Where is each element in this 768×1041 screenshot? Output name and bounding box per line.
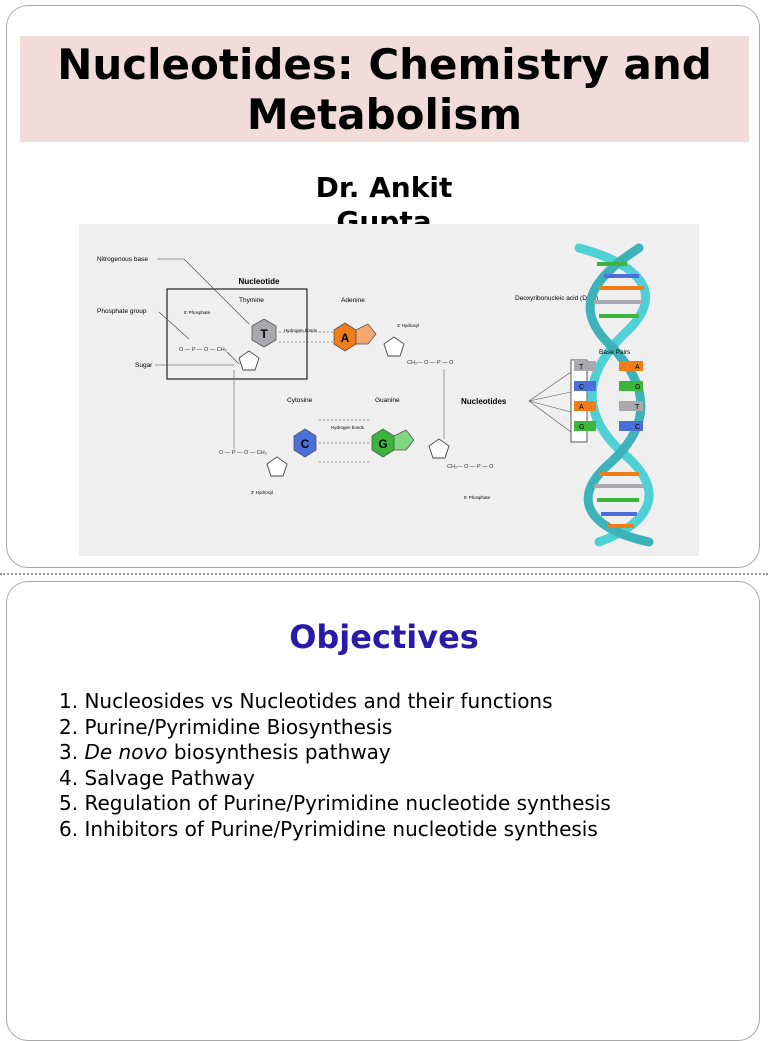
base-pair-right-letter: T <box>635 404 640 411</box>
svg-text:O — P — O — CH₂: O — P — O — CH₂ <box>219 450 267 456</box>
base-pair-right-letter: A <box>635 364 640 371</box>
base-pair-right-letter: G <box>635 384 640 391</box>
cytosine-base-icon <box>293 428 317 458</box>
base-pair-right <box>619 361 643 371</box>
label-nucleotide: Nucleotide <box>239 277 280 286</box>
adenine-letter: A <box>341 331 350 345</box>
label-3-hydroxyl-bottom: 3' Hydroxyl <box>251 490 273 495</box>
objectives-list: 1. Nucleosides vs Nucleotides and their … <box>59 689 619 843</box>
base-pair-left-letter: T <box>579 364 584 371</box>
label-3-hydroxyl: 3' Hydroxyl <box>397 323 419 328</box>
dna-strand-2 <box>583 243 654 547</box>
sugar-guanine-icon <box>428 438 450 459</box>
base-pair-left <box>574 421 596 431</box>
base-pair-left <box>574 381 596 391</box>
slide-separator <box>0 573 768 575</box>
label-adenine: Adenine <box>341 297 365 304</box>
label-hydrogen-bonds-top: Hydrogen bonds <box>284 328 318 333</box>
slide-title-text: Nucleotides: Chemistry and Metabolism <box>20 40 749 140</box>
base-pair-right <box>619 381 643 391</box>
label-base-pairs: Base Pairs <box>599 349 631 356</box>
dna-strand-1 <box>574 243 654 547</box>
sugar-adenine-icon <box>383 336 405 357</box>
svg-text:CH₂— O — P — O: CH₂— O — P — O <box>407 360 454 366</box>
label-sugar: Sugar <box>135 362 153 369</box>
nucleotide-box <box>166 288 308 380</box>
slide-objectives: Objectives 1. Nucleosides vs Nucleotides… <box>6 581 760 1041</box>
label-nitrogenous-base: Nitrogenous base <box>97 256 148 263</box>
label-5-phosphate-bottom: 5' Phosphate <box>464 495 491 500</box>
title-line-2: Metabolism <box>246 90 523 139</box>
label-cytosine: Cytosine <box>287 397 313 404</box>
base-pair-left-letter: G <box>579 424 584 431</box>
objective-item: 6. Inhibitors of Purine/Pyrimidine nucle… <box>59 816 598 841</box>
guanine-letter: G <box>378 437 387 451</box>
base-pair-right <box>619 401 643 411</box>
base-pair-left-letter: A <box>579 404 584 411</box>
objective-item: 1. Nucleosides vs Nucleotides and their … <box>59 689 553 713</box>
slide-title: Nucleotides: Chemistry and Metabolism Dr… <box>6 5 760 568</box>
base-pair-right-letter: C <box>635 424 640 431</box>
nucleotide-diagram: Nucleotide Nitrogenous base Phosphate gr… <box>97 243 654 547</box>
label-phosphate-group: Phosphate group <box>97 308 147 315</box>
base-pair-left-letter: C <box>579 384 584 391</box>
thymine-base-icon <box>251 318 277 348</box>
objective-item: 2. Purine/Pyrimidine Biosynthesis <box>59 714 393 739</box>
author-line-1: Dr. Ankit <box>315 171 453 204</box>
cytosine-letter: C <box>301 437 310 451</box>
base-pair-rows: T A C G A T G C <box>574 361 643 431</box>
title-band <box>20 36 749 142</box>
svg-text:CH₂— O — P — O: CH₂— O — P — O <box>447 464 494 470</box>
objective-item: 5. Regulation of Purine/Pyrimidine nucle… <box>59 791 611 816</box>
objectives-title: Objectives <box>289 618 479 656</box>
nucleotide-figure: Nucleotide Nitrogenous base Phosphate gr… <box>79 224 699 556</box>
label-dna: Deoxyribonucleic acid (DNA) <box>515 295 598 302</box>
label-thymine: Thymine <box>239 297 264 304</box>
sugar-icon <box>238 350 260 371</box>
sugar-cytosine-icon <box>266 456 288 477</box>
label-5-phosphate: 5' Phosphate <box>184 310 211 315</box>
label-hydrogen-bonds-bottom: Hydrogen bonds <box>331 425 365 430</box>
base-pair-left <box>574 361 596 371</box>
objective-item: 4. Salvage Pathway <box>59 765 255 790</box>
base-pair-left <box>574 401 596 411</box>
thymine-letter: T <box>260 327 268 341</box>
label-guanine: Guanine <box>375 397 400 404</box>
title-line-1: Nucleotides: Chemistry and <box>57 40 712 89</box>
base-pair-right <box>619 421 643 431</box>
objective-item: 3. De novo biosynthesis pathway <box>59 740 391 765</box>
label-nucleotides: Nucleotides <box>461 397 507 406</box>
svg-text:O — P — O — CH₂: O — P — O — CH₂ <box>179 347 227 353</box>
